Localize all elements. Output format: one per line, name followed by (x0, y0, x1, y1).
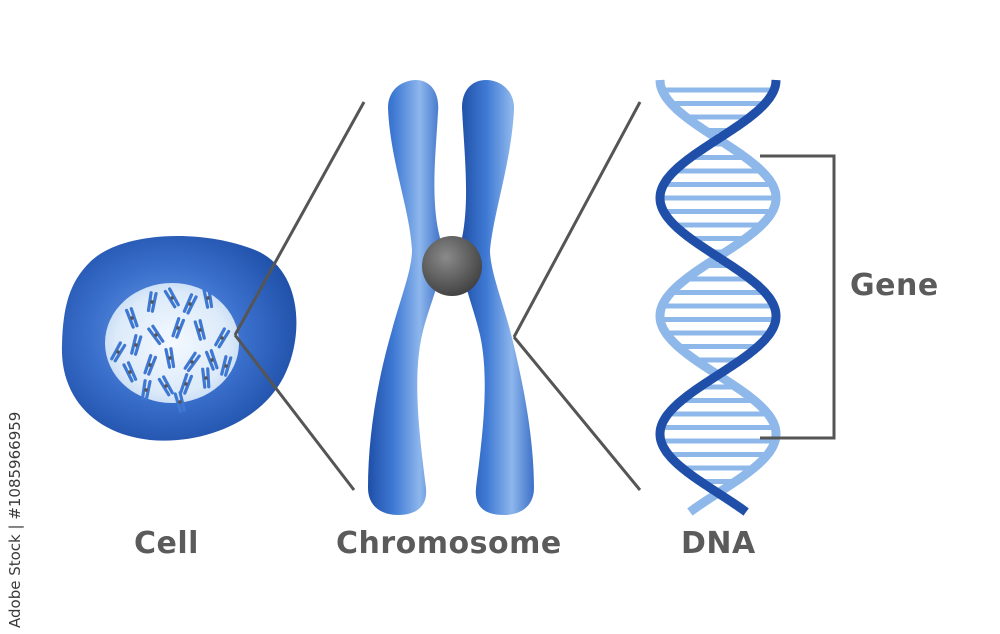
zoom-lines-cell-chromosome (233, 101, 366, 491)
nucleus-chromosome (214, 327, 231, 349)
zoom-line (512, 101, 642, 338)
nucleus-chromosome (110, 341, 127, 363)
nucleus-chromosome (173, 391, 186, 413)
dna-helix (655, 79, 781, 516)
chromosome-label: Chromosome (336, 526, 562, 561)
nucleus-chromosomes (110, 287, 233, 413)
nucleus-chromosome (204, 349, 219, 371)
zoom-line (233, 334, 356, 491)
nucleus-chromosome (220, 355, 233, 377)
nucleus-chromosome (157, 375, 174, 397)
nucleus-chromosome (179, 373, 194, 395)
dna-strand-light (655, 79, 781, 516)
nucleus-chromosome (182, 293, 198, 315)
stock-id-watermark: Adobe Stock | #1085966959 (6, 411, 24, 628)
cell-label: Cell (134, 526, 199, 561)
nucleus-chromosome (124, 307, 139, 329)
zoom-line (512, 336, 642, 491)
dna-label: DNA (681, 526, 756, 561)
chromosome-illustration (368, 80, 534, 515)
nucleus-chromosome (163, 287, 180, 309)
chromatid-left (368, 80, 443, 515)
nucleus-chromosome (202, 287, 214, 309)
nucleus-chromosome (130, 334, 143, 356)
nucleus-chromosome (183, 351, 201, 373)
nucleus-chromosome (171, 317, 186, 339)
nucleus-chromosome (140, 379, 152, 401)
cell-nucleus (105, 283, 239, 403)
nucleus-chromosome (146, 291, 158, 313)
gene-label: Gene (850, 268, 939, 303)
zoom-line (233, 101, 366, 336)
nucleus-chromosome (193, 319, 206, 341)
gene-bracket (760, 154, 836, 440)
nucleus-chromosome (201, 367, 211, 389)
cell-illustration (61, 236, 297, 441)
nucleus-chromosome (147, 324, 165, 346)
nucleus-chromosome (164, 347, 176, 369)
dna-strand-dark (655, 79, 781, 516)
zoom-lines-chromosome-dna (512, 101, 642, 491)
centromere (422, 236, 482, 296)
nucleus-chromosome (122, 361, 138, 383)
nucleus-chromosome (143, 354, 158, 376)
chromatid-right (460, 80, 534, 515)
